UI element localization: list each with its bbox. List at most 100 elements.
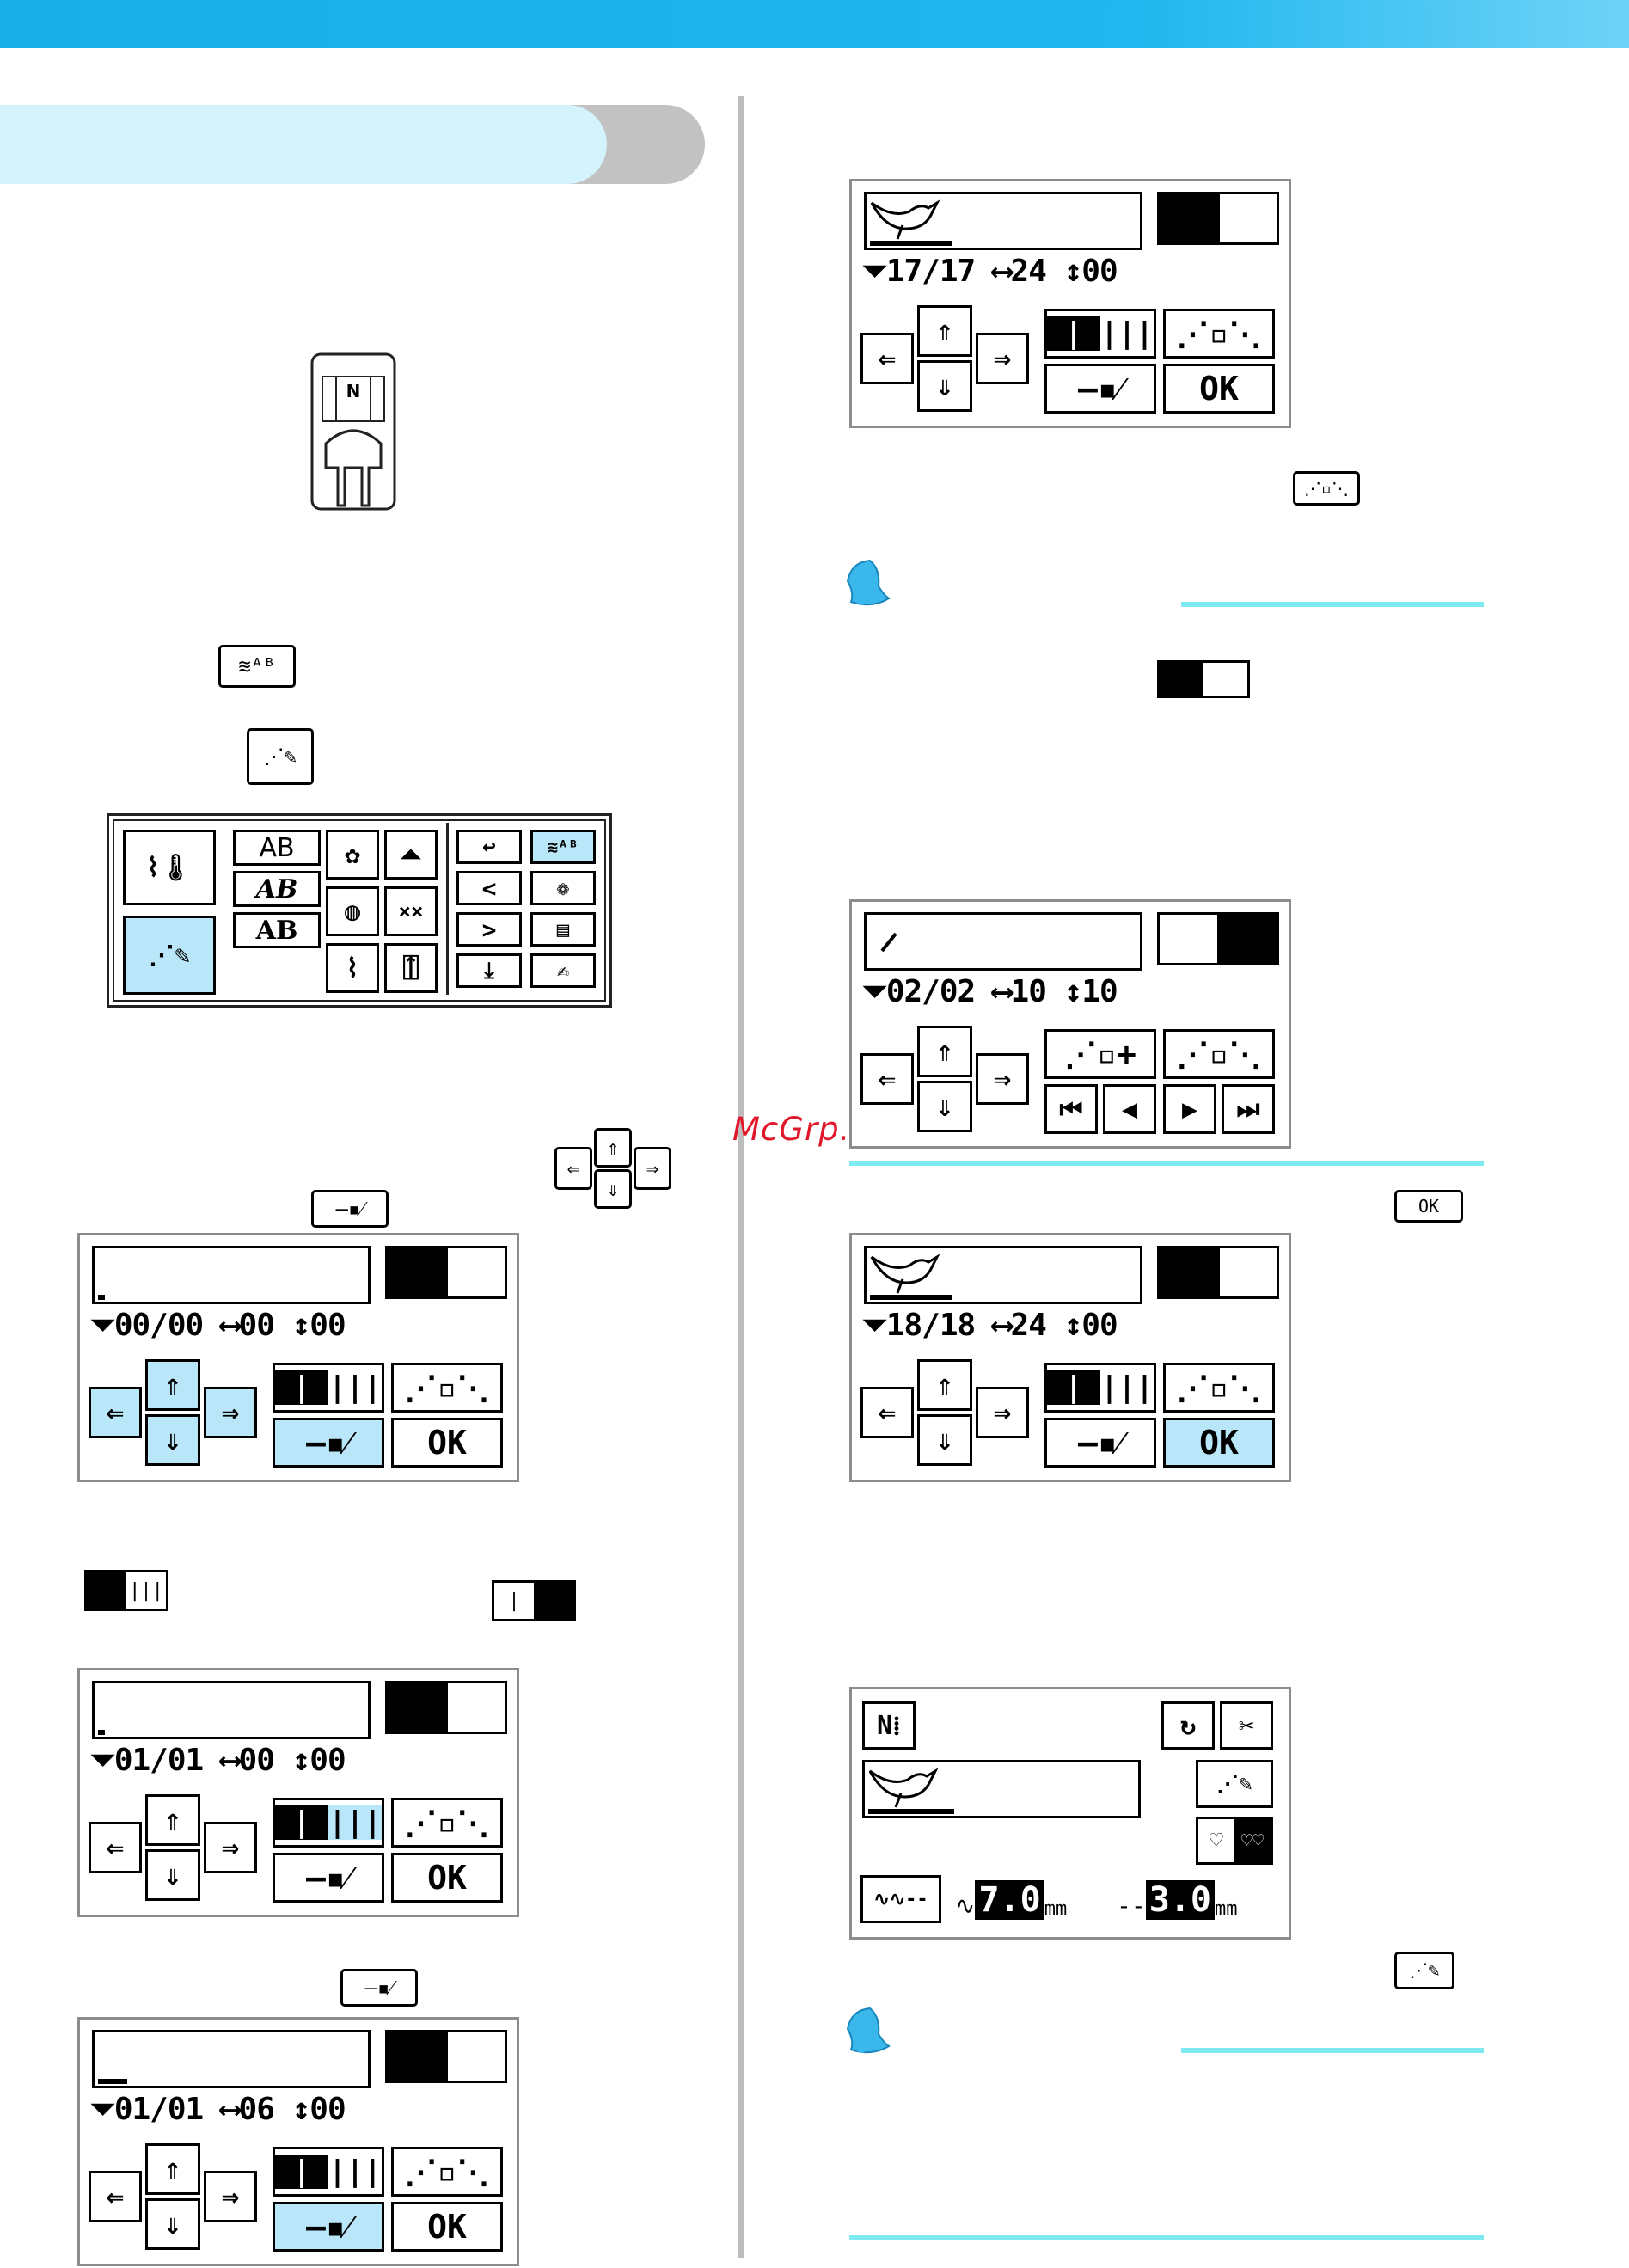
sewing-screen: N⁞ ↻ ✂ ⋰✎ ♡♡♡ ∿∿-- ∿ 7.0 mm -- 3.0 mm xyxy=(849,1687,1291,1940)
prev-point-button[interactable]: ◀ xyxy=(1103,1084,1156,1134)
left-arrow-button[interactable]: ⇐ xyxy=(89,1387,142,1438)
add-point-icon: ⋰▫+ xyxy=(1064,1035,1136,1073)
insert-point-button[interactable]: ⋰▫⋱ xyxy=(391,1363,503,1413)
repeat-toggle[interactable]: ♡♡♡ xyxy=(1196,1817,1273,1865)
select-all-toggle[interactable] xyxy=(1157,192,1279,245)
up-arrow-button[interactable]: ⇑ xyxy=(145,2143,200,2195)
up-arrow-button[interactable]: ⇑ xyxy=(917,1026,972,1077)
insert-point-button[interactable]: ⋰▫⋱ xyxy=(1163,309,1275,359)
width-setting-value[interactable]: 7.0 xyxy=(975,1880,1044,1920)
left-arrow-button[interactable]: ⇐ xyxy=(89,1822,142,1873)
select-all-toggle[interactable] xyxy=(1157,912,1279,965)
ok-key-icon[interactable]: OK xyxy=(1394,1190,1463,1223)
ok-button[interactable]: OK xyxy=(1163,1418,1275,1468)
section-tab xyxy=(0,105,607,184)
insert-point-button[interactable]: ⋰▫⋱ xyxy=(391,1798,503,1848)
settings-key[interactable]: ▤ xyxy=(530,912,596,947)
right-arrow-button[interactable]: ⇒ xyxy=(976,1387,1029,1438)
stitch-settings-button[interactable]: ∿∿-- xyxy=(860,1875,941,1923)
point-set-button[interactable]: —▪⁄ xyxy=(273,2202,384,2252)
length-setting-value[interactable]: 3.0 xyxy=(1145,1880,1215,1920)
font-outline-key[interactable]: AB xyxy=(233,912,321,948)
down-arrow-button[interactable]: ⇓ xyxy=(917,360,972,412)
point-set-key-icon[interactable]: —▪⁄ xyxy=(311,1190,389,1228)
my-custom-stitch-key-icon[interactable]: ⋰✎ xyxy=(247,728,314,785)
stitch-type-switch[interactable]: |||| xyxy=(273,2147,384,2197)
point-set-button[interactable]: —▪⁄ xyxy=(1044,364,1156,414)
add-point-button[interactable]: ⋰▫+ xyxy=(1044,1029,1156,1079)
edit-key-icon[interactable]: ⋰✎ xyxy=(1394,1952,1454,1989)
point-set-button[interactable]: —▪⁄ xyxy=(1044,1418,1156,1468)
char-stitch-key[interactable]: ≋ᴬᴮ xyxy=(530,830,596,864)
select-all-toggle[interactable] xyxy=(1157,1246,1279,1299)
right-arrow-button[interactable]: ⇒ xyxy=(204,1822,257,1873)
right-arrow-button[interactable]: ⇒ xyxy=(976,333,1029,384)
insert-point-button[interactable]: ⋰▫⋱ xyxy=(1163,1363,1275,1413)
next-page-key[interactable]: > xyxy=(456,912,522,947)
character-decorative-stitch-key-icon[interactable]: ≋ᴬᴮ xyxy=(218,645,296,688)
prev-page-key[interactable]: < xyxy=(456,871,522,905)
back-key[interactable]: ↩ xyxy=(456,830,522,864)
stitch-type-switch[interactable]: |||| xyxy=(273,1363,384,1413)
ok-button[interactable]: OK xyxy=(1163,364,1275,414)
down-arrow-button[interactable]: ⇓ xyxy=(917,1081,972,1132)
ok-button[interactable]: OK xyxy=(391,2202,503,2252)
right-arrow-button[interactable]: ⇒ xyxy=(976,1053,1029,1105)
left-arrow-button[interactable]: ⇐ xyxy=(89,2171,142,2222)
select-all-toggle[interactable] xyxy=(385,2030,507,2083)
font-script-key[interactable]: AB xyxy=(233,871,321,907)
decorative-key-1[interactable]: ✿ xyxy=(326,830,379,880)
left-arrow-button[interactable]: ⇐ xyxy=(860,1387,914,1438)
up-arrow-button[interactable]: ⇑ xyxy=(145,1359,200,1411)
stitch-type-switch[interactable]: |||| xyxy=(273,1798,384,1848)
thread-cut-button[interactable]: ✂ xyxy=(1220,1701,1273,1750)
presser-foot-label: N xyxy=(346,381,361,401)
stitch-type-switch[interactable]: |||| xyxy=(1044,309,1156,359)
select-all-toggle[interactable] xyxy=(385,1246,507,1299)
down-arrow-button[interactable]: ⇓ xyxy=(145,1849,200,1901)
up-arrow-button[interactable]: ⇑ xyxy=(917,305,972,357)
machine-help-key[interactable]: ✍ xyxy=(530,953,596,988)
decorative-key-6[interactable]: ⍐ xyxy=(384,943,438,993)
up-arrow-button[interactable]: ⇑ xyxy=(145,1794,200,1846)
font-block-key[interactable]: AB xyxy=(233,830,321,866)
insert-point-button[interactable]: ⋰▫⋱ xyxy=(391,2147,503,2197)
point-set-button[interactable]: —▪⁄ xyxy=(273,1418,384,1468)
last-point-button[interactable]: ⏭ xyxy=(1222,1084,1275,1134)
down-arrow-button[interactable]: ⇓ xyxy=(917,1414,972,1466)
select-all-toggle[interactable] xyxy=(385,1681,507,1734)
right-arrow-button[interactable]: ⇒ xyxy=(204,1387,257,1438)
decorative-key-4[interactable]: ⨯⨯ xyxy=(384,886,438,936)
insert-point-button[interactable]: ⋰▫⋱ xyxy=(1163,1029,1275,1079)
single-line-icon xyxy=(880,932,897,953)
down-arrow-button[interactable]: ⇓ xyxy=(145,1414,200,1466)
next-point-button[interactable]: ▶ xyxy=(1163,1084,1216,1134)
my-custom-stitch-key[interactable]: ⋰✎ xyxy=(123,916,216,995)
ok-button[interactable]: OK xyxy=(391,1853,503,1903)
decorative-key-2[interactable]: ⏶ xyxy=(384,830,438,880)
point-set-key-icon-2[interactable]: —▪⁄ xyxy=(340,1969,418,2007)
left-arrow-button[interactable]: ⇐ xyxy=(860,333,914,384)
mirror-button[interactable]: ↻ xyxy=(1161,1701,1215,1750)
stitch-preview xyxy=(864,192,1142,250)
edit-stitch-button[interactable]: ⋰✎ xyxy=(1196,1760,1273,1808)
right-arrow-button[interactable]: ⇒ xyxy=(204,2171,257,2222)
decorative-key-5[interactable]: ⌇ xyxy=(326,943,379,993)
status-row: ⏷01/01 ⟷06 ↕00 xyxy=(90,2092,346,2127)
memo-rule-2 xyxy=(1181,2048,1484,2053)
decorative-key-3[interactable]: ◍ xyxy=(326,886,379,936)
memory-key[interactable]: ⤓ xyxy=(456,953,522,988)
insert-point-key-icon[interactable]: ⋰▫⋱ xyxy=(1293,471,1360,506)
status-row: ⏷18/18 ⟷24 ↕00 xyxy=(862,1308,1118,1343)
ok-button[interactable]: OK xyxy=(391,1418,503,1468)
up-arrow-button[interactable]: ⇑ xyxy=(917,1359,972,1411)
first-point-button[interactable]: ⏮ xyxy=(1044,1084,1098,1134)
stitch-type-switch[interactable]: |||| xyxy=(1044,1363,1156,1413)
point-set-button[interactable]: —▪⁄ xyxy=(273,1853,384,1903)
memory-icon: ⤓ xyxy=(484,957,494,984)
left-arrow-button[interactable]: ⇐ xyxy=(860,1053,914,1105)
embroidery-key[interactable]: ❁ xyxy=(530,871,596,905)
down-arrow-button[interactable]: ⇓ xyxy=(145,2198,200,2250)
utility-stitch-key[interactable]: ⌇🌡 xyxy=(123,830,216,905)
status-row: ⏷17/17 ⟷24 ↕00 xyxy=(862,254,1118,289)
